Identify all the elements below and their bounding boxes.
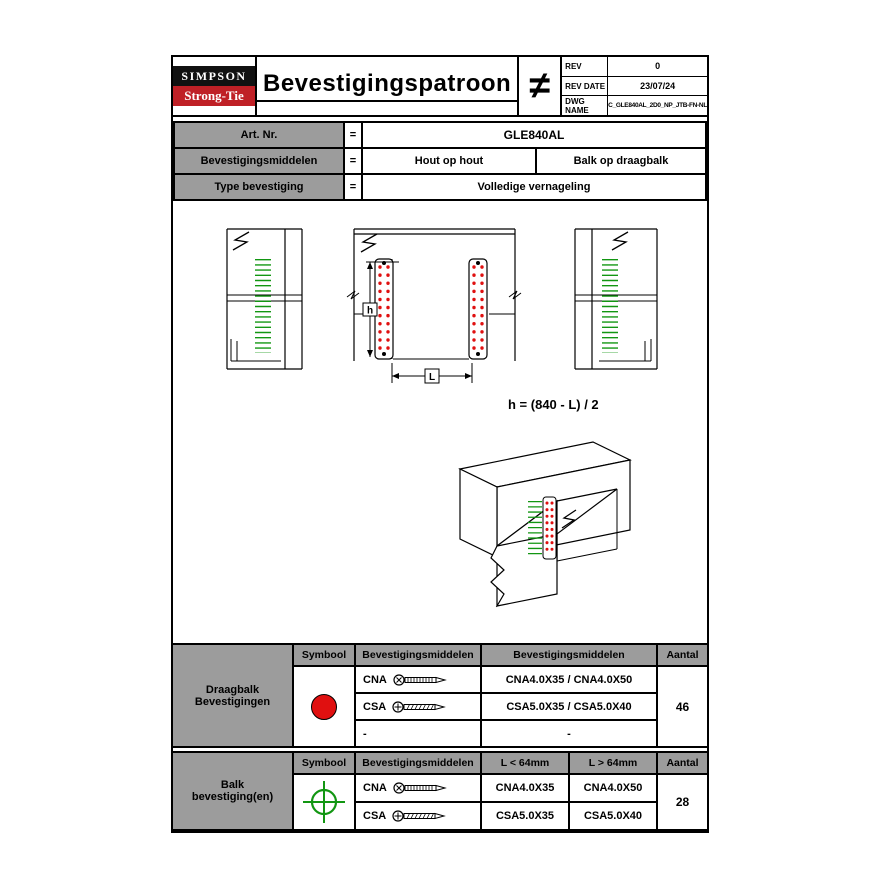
fastener-name: CSA — [363, 810, 387, 822]
symbol-cell — [294, 667, 354, 746]
iso-nails — [528, 501, 554, 557]
break-symbol-icon — [611, 231, 629, 251]
rev-date-value: 23/07/24 — [640, 81, 676, 91]
fastener-l-small: CSA5.0X35 — [482, 803, 568, 829]
red-circle-symbol-icon — [311, 693, 337, 720]
balk-table: Balk bevestiging(en) Symbool Bevestiging… — [173, 751, 707, 831]
fastener-l-large: CNA4.0X50 — [570, 775, 656, 801]
fasteners-label: Bevestigingsmiddelen — [175, 149, 343, 173]
equals-sign: = — [345, 149, 361, 173]
strongtie-logo-text: Strong-Tie — [173, 86, 255, 106]
equals-sign: = — [345, 123, 361, 147]
green-crosshair-symbol-icon — [303, 781, 345, 823]
dwg-name-row: DWG NAME C_GLE840AL_2D0_NP_JTB-FN-NL — [562, 96, 707, 116]
header-l-large: L > 64mm — [570, 753, 656, 773]
art-nr-value: GLE840AL — [363, 123, 705, 147]
header-l-small: L < 64mm — [482, 753, 568, 773]
header-aantal: Aantal — [658, 753, 707, 773]
hanger-flange-right — [468, 258, 488, 360]
screw-icon — [392, 810, 447, 822]
fasteners-value-1: Hout op hout — [363, 149, 535, 173]
balk-table-title: Balk bevestiging(en) — [173, 753, 292, 829]
fastener-value: CSA5.0X35 / CSA5.0X40 — [482, 694, 656, 719]
nail-icon — [393, 673, 447, 686]
dwg-name-value: C_GLE840AL_2D0_NP_JTB-FN-NL — [608, 102, 707, 110]
dwg-name-label: DWG NAME — [562, 96, 609, 116]
drawing-area: h L h = (840 - L) / 2 — [173, 201, 707, 643]
header-bevestigingsmiddelen-2: Bevestigingsmiddelen — [482, 645, 656, 665]
draagbalk-table-title: Draagbalk Bevestigingen — [173, 645, 292, 746]
simpson-logo-text: SIMPSON — [173, 66, 255, 86]
table-row-type: CSA — [356, 694, 480, 719]
rev-date-label: REV DATE — [562, 76, 609, 96]
break-symbol-icon — [360, 233, 378, 253]
screw-icon — [392, 700, 447, 713]
fastener-l-large: CSA5.0X40 — [570, 803, 656, 829]
fastener-name: CNA — [363, 673, 387, 686]
dimension-l: L — [391, 363, 473, 384]
header-bevestigingsmiddelen-1: Bevestigingsmiddelen — [356, 645, 480, 665]
fastener-l-small: CNA4.0X35 — [482, 775, 568, 801]
fixing-type-label: Type bevestiging — [175, 175, 343, 199]
rev-date-row: REV DATE 23/07/24 — [562, 76, 707, 97]
hanger-flange-left — [374, 258, 394, 360]
fastener-value: - — [482, 721, 656, 746]
header-symbool: Symbool — [294, 645, 354, 665]
fastener-name: - — [363, 727, 367, 740]
table-row-type: - — [356, 721, 480, 746]
art-nr-label: Art. Nr. — [175, 123, 343, 147]
balk-aantal-value: 28 — [658, 775, 707, 829]
revision-table: REV 0 REV DATE 23/07/24 DWG NAME C_GLE84… — [562, 57, 707, 116]
right-side-view — [574, 228, 658, 370]
fastener-name: CNA — [363, 782, 387, 794]
dimension-h: h — [362, 261, 399, 357]
header-symbool: Symbool — [294, 753, 354, 773]
rev-value: 0 — [655, 61, 661, 72]
simpson-strongtie-logo: SIMPSON Strong-Tie — [173, 57, 257, 115]
table-row-type: CSA — [356, 803, 480, 829]
header-bevestigingsmiddelen: Bevestigingsmiddelen — [356, 753, 480, 773]
symbol-cell — [294, 775, 354, 829]
isometric-view — [458, 441, 632, 608]
draagbalk-table: Draagbalk Bevestigingen Symbool Bevestig… — [173, 643, 707, 748]
not-equal-icon: ≠ — [519, 57, 563, 115]
nail-icon — [393, 782, 447, 794]
formula-text: h = (840 - L) / 2 — [508, 397, 599, 412]
front-view — [346, 228, 522, 361]
dim-l-label: L — [429, 372, 435, 383]
break-symbol-icon — [232, 231, 250, 251]
fastener-name: CSA — [363, 700, 387, 713]
iso-hanger-flange — [542, 496, 557, 560]
title-block: SIMPSON Strong-Tie Bevestigingspatroon ≠… — [173, 57, 707, 117]
fasteners-value-2: Balk op draagbalk — [537, 149, 705, 173]
rev-label: REV — [562, 57, 609, 76]
info-table: Art. Nr. = GLE840AL Bevestigingsmiddelen… — [173, 121, 707, 201]
equals-sign: = — [345, 175, 361, 199]
dim-h-label: h — [367, 306, 373, 317]
table-row-type: CNA — [356, 775, 480, 801]
draagbalk-aantal-value: 46 — [658, 667, 707, 746]
flange-nail-holes — [378, 261, 484, 356]
break-symbol-icon — [561, 509, 577, 529]
table-row-type: CNA — [356, 667, 480, 692]
technical-drawing-svg: h L h = (840 - L) / 2 — [226, 228, 658, 608]
header-aantal: Aantal — [658, 645, 707, 665]
fixing-type-value: Volledige vernageling — [363, 175, 705, 199]
sheet-title: Bevestigingspatroon — [257, 70, 518, 102]
fastener-value: CNA4.0X35 / CNA4.0X50 — [482, 667, 656, 692]
drawing-sheet: SIMPSON Strong-Tie Bevestigingspatroon ≠… — [171, 55, 709, 833]
sheet-title-cell: Bevestigingspatroon — [257, 57, 520, 115]
rev-row: REV 0 — [562, 57, 707, 77]
